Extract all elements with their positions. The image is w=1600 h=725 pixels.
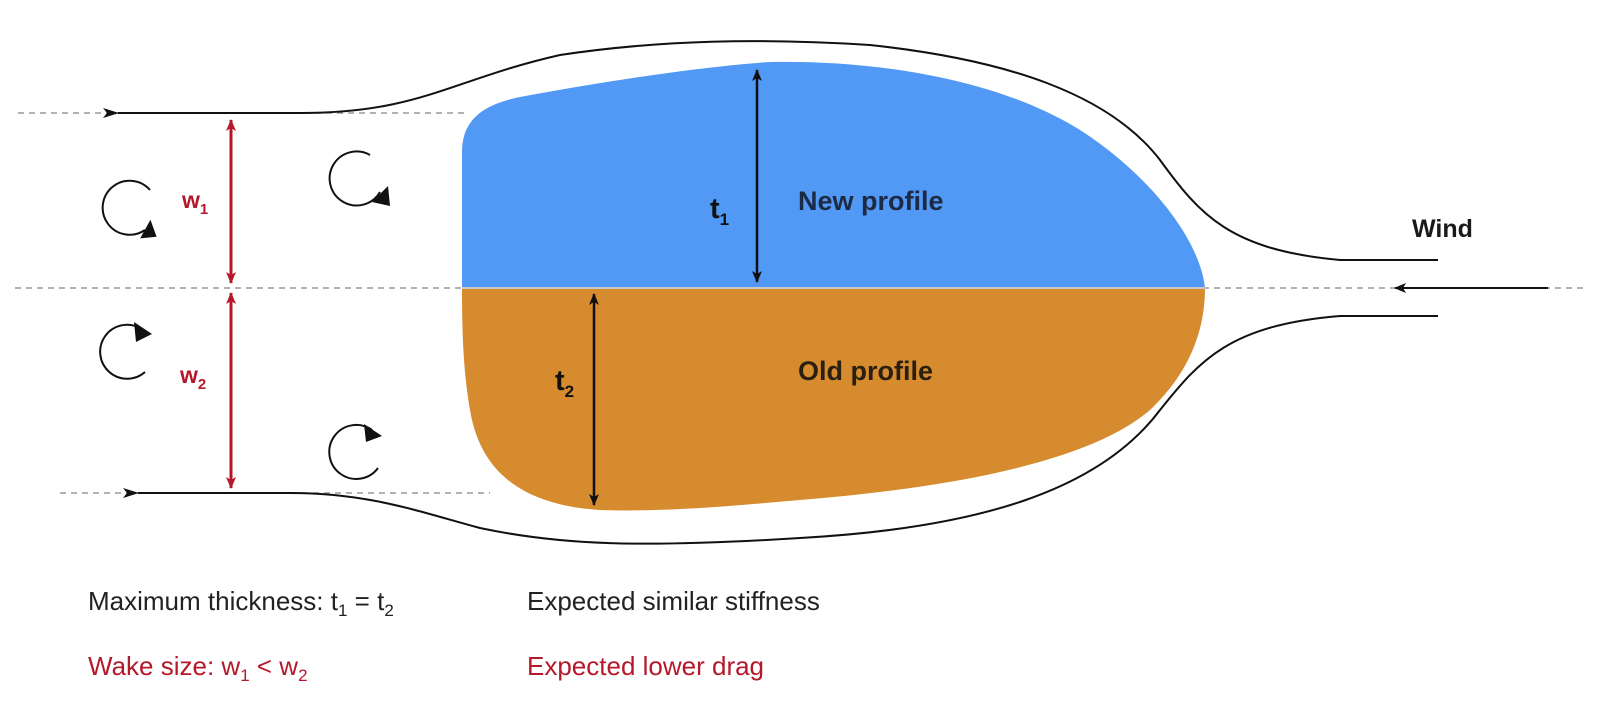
new-profile-label: New profile [798, 186, 944, 216]
lower-streamline [123, 315, 1438, 545]
caption-wake-a-sub: 1 [240, 666, 249, 685]
caption-wake-prefix: Wake size: [88, 651, 221, 681]
caption-thickness-op: = [347, 586, 377, 616]
t2-label-base: t [555, 365, 565, 397]
caption-drag: Expected lower drag [527, 651, 764, 681]
old-profile-label: Old profile [798, 356, 933, 386]
w2-label: w2 [179, 362, 206, 393]
w2-label-sub: 2 [198, 376, 206, 393]
caption-thickness-prefix: Maximum thickness: [88, 586, 331, 616]
t1-label: t1 [710, 193, 729, 229]
upper-streamline [103, 40, 1438, 261]
vortex-icon-lower-mid [328, 423, 382, 480]
caption-wake: Wake size: w1 < w2 [88, 651, 308, 685]
caption-wake-a: w [220, 651, 240, 681]
wind-label: Wind [1412, 215, 1473, 243]
t2-label-sub: 2 [565, 382, 574, 401]
w1-label: w1 [181, 187, 208, 218]
caption-wake-b-sub: 2 [298, 666, 307, 685]
w1-label-base: w [181, 187, 200, 213]
caption-thickness: Maximum thickness: t1 = t2 [88, 586, 394, 620]
caption-wake-b: w [278, 651, 298, 681]
new-profile-shape [462, 61, 1205, 288]
t1-label-sub: 1 [720, 210, 729, 229]
vortex-icon-upper-left [101, 179, 157, 239]
t1-label-base: t [710, 193, 720, 225]
caption-wake-op: < [250, 651, 280, 681]
caption-thickness-b: t [377, 586, 385, 616]
t2-label: t2 [555, 365, 574, 401]
vortex-icon-lower-left [99, 322, 152, 380]
w1-label-sub: 1 [200, 201, 208, 218]
old-profile-shape [462, 288, 1205, 511]
caption-thickness-a: t [331, 586, 339, 616]
w2-label-base: w [179, 362, 198, 388]
vortex-icon-upper-mid [328, 150, 390, 207]
caption-thickness-a-sub: 1 [338, 601, 347, 620]
caption-thickness-b-sub: 2 [384, 601, 393, 620]
caption-stiffness: Expected similar stiffness [527, 586, 820, 616]
